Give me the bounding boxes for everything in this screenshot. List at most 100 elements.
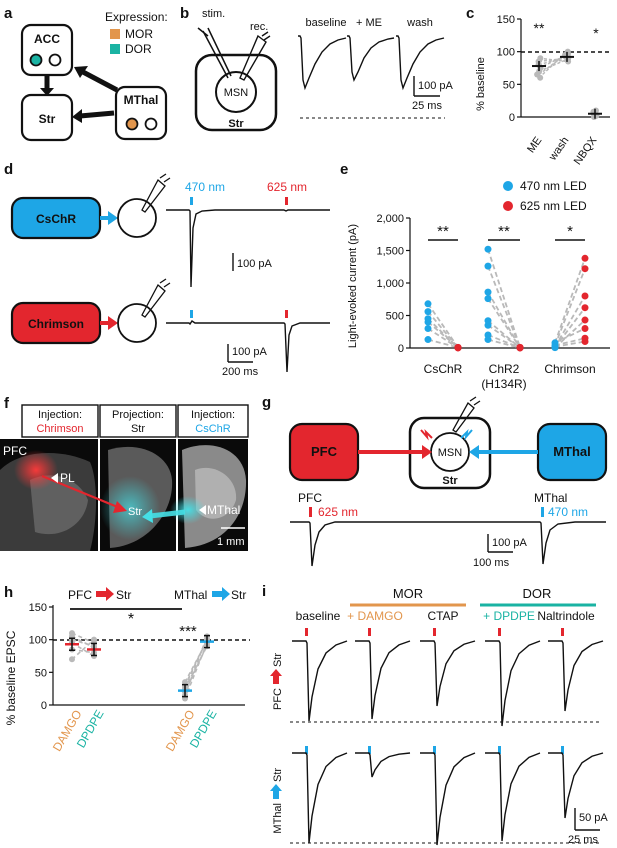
h-point [69,656,75,662]
c-point [537,75,543,81]
panel-f: f Injection: Chrimson Projection: Str In… [0,395,248,551]
trace-baseline [298,36,346,88]
h-point [91,637,97,643]
chrimson-arrowhead [108,316,118,330]
i-cond-dpdpe: + DPDPE [483,609,535,623]
e-point-blue [485,289,492,296]
e-point-blue [485,246,492,253]
f-h1-line1: Injection: [38,409,82,421]
c-xlabel-nbqx: NBQX [572,134,600,167]
i-scale-x-label: 25 ms [568,834,598,846]
d-trace-cschr [166,210,330,287]
h-points [65,630,214,701]
h-pair-line [72,636,94,647]
e-sig-1: ** [437,223,449,240]
g-str-label: Str [442,475,458,487]
d-stim-red-1 [285,197,288,205]
i-cond-baseline: baseline [296,609,341,623]
g-trace-blue: 470 nm [548,505,588,519]
mthal-mor-cell [127,119,138,130]
panel-d-letter: d [4,161,13,178]
e-cat-1: CsChR [424,362,463,376]
g-stim-red [309,507,312,517]
panel-e-letter: e [340,161,348,178]
panel-h-letter: h [4,584,13,601]
d-stim-red-2 [285,310,288,318]
i-row2-trace [420,753,475,845]
panel-b: b stim. rec. MSN Str baseline + ME wash … [180,5,454,130]
d-wl-blue: 470 nm [185,180,225,194]
e-sig-3: * [567,223,573,240]
chrimson-label: Chrimson [28,317,84,331]
e-point-blue [425,325,432,332]
c-y-tick-label: 0 [509,112,515,124]
i-row2-label: MThal Str [270,768,284,834]
i-row1-trace [548,641,603,711]
e-point-blue [485,263,492,270]
e-point-red [517,344,524,351]
e-legend-red-dot [503,201,513,211]
acc-empty-cell [50,55,61,66]
i-row1-label: PFC Str [270,653,284,710]
i-row2-trace [292,753,347,843]
trace-me [347,36,394,80]
i-row1-trace [485,641,540,726]
c-point [593,107,599,113]
e-ylabel: Light-evoked current (pA) [347,224,359,348]
e-point-blue [425,315,432,322]
e-point-red [582,338,589,345]
f-h3-line2: CsChR [195,423,231,435]
mthal-empty-cell [146,119,157,130]
e-point-blue [485,336,492,343]
i-scale-y-label: 50 pA [579,812,608,824]
h-y-tick-label: 50 [35,667,47,679]
e-legend-blue-dot [503,181,513,191]
g-msn-label: MSN [438,447,463,459]
d-stim-blue-2 [190,310,193,318]
f-pfc-label: PFC [3,444,27,458]
b-scale-x-label: 25 ms [412,100,442,112]
e-point-red [582,255,589,262]
acc-dor-cell [31,55,42,66]
g-mthal-label: MThal [553,444,591,459]
legend-mor-swatch [110,29,120,39]
legend-dor-swatch [110,44,120,54]
h-y-tick-label: 100 [29,635,47,647]
g-trace-mthal: MThal [534,491,567,505]
i-mor-label: MOR [393,586,423,601]
i-cond-ctap: CTAP [427,609,458,623]
cschr-label: CsChR [36,212,76,226]
g-trace [290,522,606,566]
panel-g: g PFC MThal MSN Str PFC 625 nm MThal 470… [262,394,606,569]
cond-wash: wash [406,17,433,29]
h-group2-target: Str [231,588,246,602]
g-pfc-label: PFC [311,444,338,459]
h-red-arrow-icon [96,587,114,601]
mthal-to-str-arrowhead [72,109,82,123]
str-label: Str [39,112,56,126]
h-group1-source: PFC [68,588,92,602]
e-point-red [582,325,589,332]
panel-d: d CsChR Chrimson 470 nm 625 nm 100 pA 10… [4,161,330,378]
d-scale2-y-label: 100 pA [232,346,268,358]
e-point-blue [425,300,432,307]
i-row2-target: Str [272,768,284,782]
e-point-red [455,344,462,351]
panel-c: c % baseline 050100150 ** * ME wash NBQX [466,5,612,167]
cond-me: + ME [356,17,382,29]
i-dor-label: DOR [523,586,552,601]
e-point-blue [425,336,432,343]
i-row1-trace-stim [368,628,371,636]
mthal-to-acc-arrow [83,72,117,90]
c-xlabel-me: ME [525,135,544,155]
e-point-blue [485,322,492,329]
h-group2-source: MThal [174,588,207,602]
h-y-tick-label: 150 [29,602,47,614]
i-row2-source: MThal [272,803,284,834]
h-sig-within: *** [179,623,197,640]
e-pair-line [428,319,458,348]
g-scale-x-label: 100 ms [473,557,510,569]
panel-e: e Light-evoked current (pA) 05001,0001,5… [340,161,610,391]
cond-baseline: baseline [306,17,347,29]
c-sig-nbqx: * [593,25,599,41]
